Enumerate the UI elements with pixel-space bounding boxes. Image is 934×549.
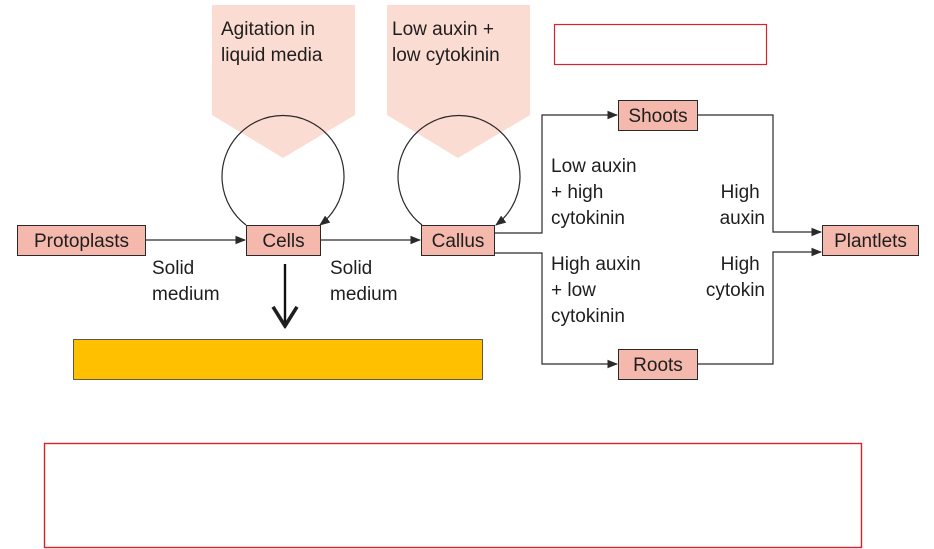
callus-loop-arrow [397,114,521,226]
cells-loop-arrow [221,114,345,226]
node-protoplasts: Protoplasts [17,225,146,256]
low-auxin-low-cytokinin-banner [387,5,530,158]
node-roots: Roots [618,349,698,380]
solid-medium-label-2: Solid medium [330,258,398,305]
node-plantlets: Plantlets [822,225,919,256]
agitation-banner [212,5,355,158]
node-protoplasts-label: Protoplasts [34,231,129,252]
agitation-label: Agitation in liquid media [221,19,323,66]
node-callus-label: Callus [432,231,485,252]
solid-medium-label-1: Solid medium [152,258,220,305]
node-cells-label: Cells [262,231,304,252]
high-auxin-label: High auxin [720,182,765,229]
roots-to-plantlets-arrow [697,247,823,365]
high-cytokin-label: High cytokin [706,254,765,301]
node-shoots: Shoots [618,100,698,131]
node-roots-label: Roots [633,355,683,376]
answer-box-top-right[interactable] [553,23,768,66]
node-plantlets-label: Plantlets [834,231,907,252]
node-callus: Callus [421,225,495,256]
answer-box-yellow[interactable] [73,339,483,380]
answer-box-bottom[interactable] [43,442,863,549]
node-shoots-label: Shoots [628,106,687,127]
low-auxin-high-cytokinin-label: Low auxin + high cytokinin [551,156,642,229]
node-cells: Cells [246,225,321,256]
callus-to-shoots-arrow [494,110,619,234]
high-auxin-low-cytokinin-label: High auxin + low cytokinin [551,254,646,327]
callus-to-roots-arrow [494,252,619,369]
low-auxin-low-cytokinin-label: Low auxin + low cytokinin [392,19,500,66]
shoots-to-plantlets-arrow [697,114,823,237]
